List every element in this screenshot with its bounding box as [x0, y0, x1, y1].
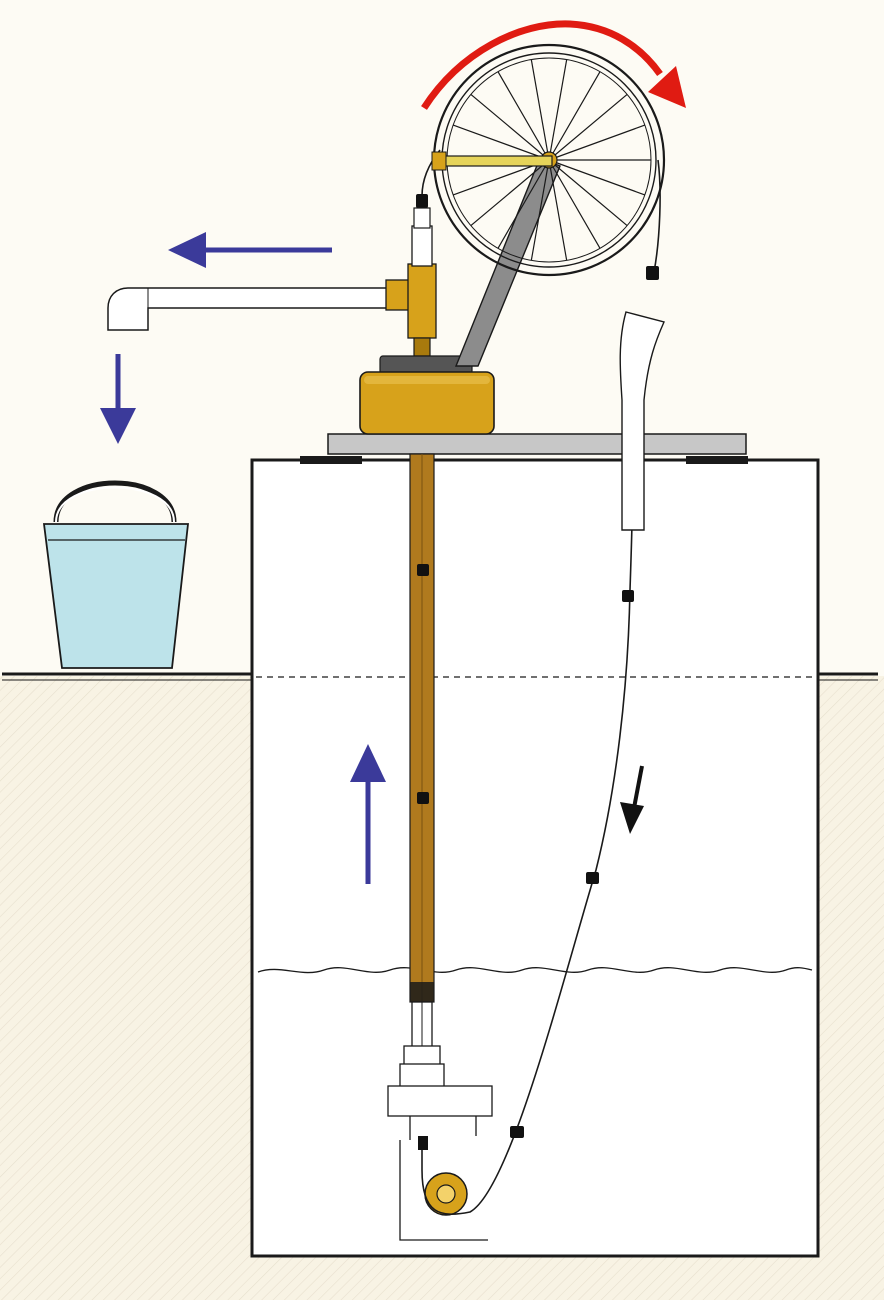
tee-fitting: [385, 207, 437, 357]
platform: [327, 433, 747, 455]
outlet-spout: [107, 287, 393, 331]
spout-outflow-arrow: [168, 232, 332, 268]
wheel-spoke: [470, 93, 550, 161]
wheel-spoke: [497, 71, 550, 161]
wheel-spoke: [497, 159, 550, 249]
rope-descending-arrow: [620, 765, 644, 834]
water-rising-arrow: [350, 744, 386, 884]
wheel-spoke: [548, 71, 601, 161]
water-surface: [257, 967, 813, 974]
pump-base: [359, 355, 495, 435]
wheel-spoke: [548, 93, 628, 161]
bucket: [42, 480, 190, 669]
wheel-spoke: [548, 124, 646, 161]
rising-main: [409, 453, 435, 1003]
guide-box: [387, 1063, 493, 1241]
wheel-rotation-arrow: [421, 20, 686, 110]
ground: [0, 676, 884, 1300]
wheel-spoke: [548, 59, 568, 161]
crank-grip: [431, 151, 447, 171]
wheel-spoke: [530, 59, 550, 161]
wheel-spoke: [530, 159, 550, 261]
wheel-spoke: [548, 159, 628, 227]
bottom-pulley: [424, 1172, 468, 1216]
crank-handle: [433, 155, 553, 167]
lower-pipe: [403, 1001, 441, 1067]
support-frame: [454, 157, 561, 367]
rope-pistons: [416, 194, 659, 1138]
guide-pipe: [619, 311, 665, 531]
wheel-spoke: [548, 159, 646, 196]
wheel-spoke: [548, 159, 601, 249]
pour-into-bucket-arrow: [100, 354, 136, 444]
wheel-spoke: [452, 124, 550, 161]
ground-level: [2, 672, 878, 681]
wheel-spoke: [470, 159, 550, 227]
well-shaft: [250, 456, 820, 1258]
wheel-spoke: [548, 159, 568, 261]
